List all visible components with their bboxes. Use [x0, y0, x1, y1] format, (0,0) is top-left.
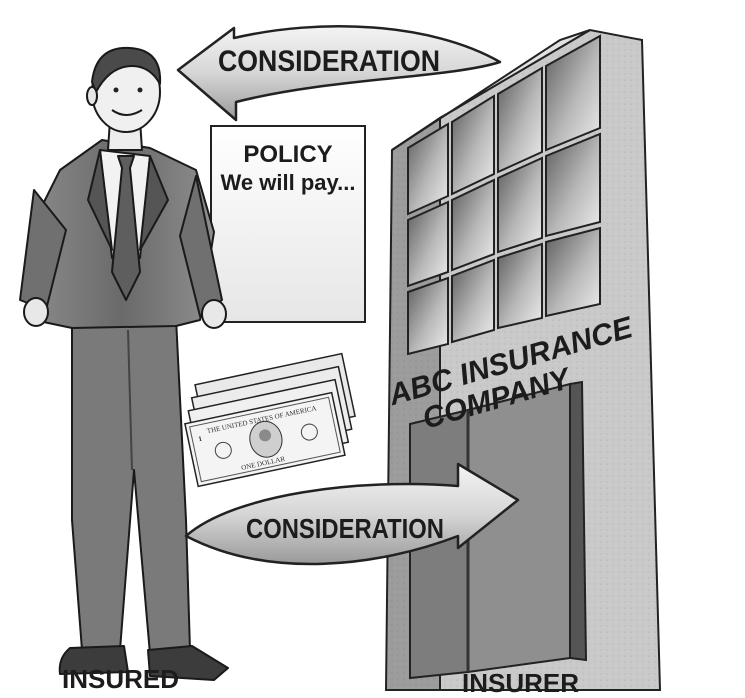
policy-document: POLICY We will pay...	[210, 125, 366, 323]
caption-insurer: INSURER	[462, 668, 579, 698]
curved-arrow-left-icon	[176, 25, 502, 122]
policy-text: We will pay...	[221, 170, 356, 195]
top-consideration-arrow: CONSIDERATION	[176, 25, 502, 122]
dollar-bills-icon: THE UNITED STATES OF AMERICA ONE DOLLAR …	[184, 352, 356, 488]
man-figure-icon	[19, 46, 229, 681]
top-arrow-label: CONSIDERATION	[218, 45, 440, 78]
building-windows	[407, 34, 601, 356]
policy-title: POLICY	[243, 141, 332, 168]
bottom-arrow-label: CONSIDERATION	[246, 513, 444, 544]
bottom-consideration-arrow: CONSIDERATION	[184, 462, 520, 566]
caption-insured: INSURED	[62, 664, 179, 694]
curved-arrow-right-icon	[184, 462, 520, 566]
bill-denomination: 1	[198, 435, 204, 444]
office-building-icon: ABC INSURANCE COMPANY	[384, 28, 662, 691]
